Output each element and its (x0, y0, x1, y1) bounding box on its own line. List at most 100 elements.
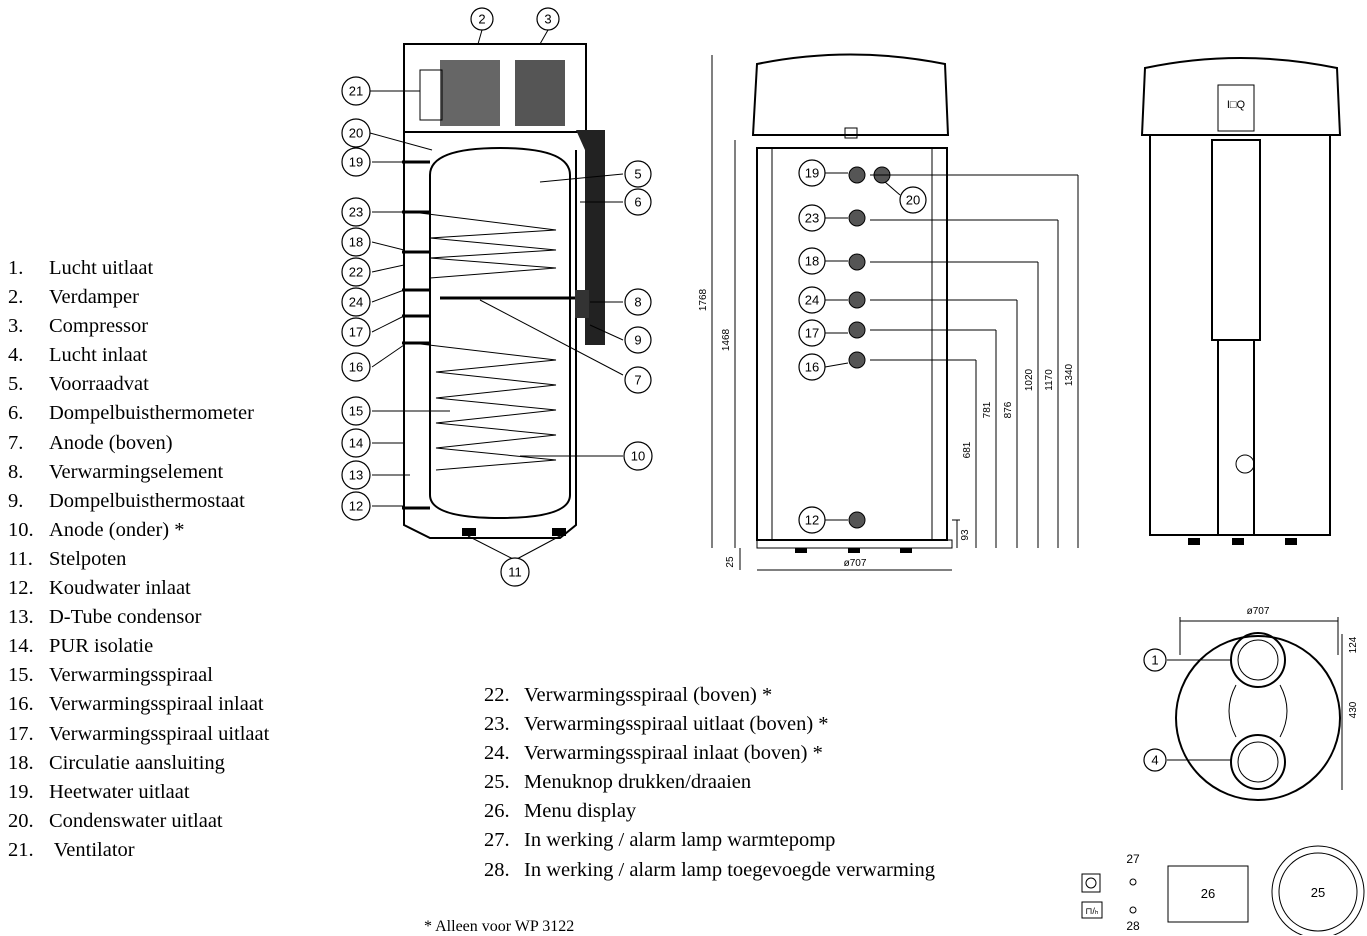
dim-781: 781 (982, 401, 993, 418)
callout-bubble: 12 (341, 491, 371, 521)
callout-bubble: 5 (624, 160, 652, 188)
svg-text:⊓/ₕ: ⊓/ₕ (1085, 906, 1099, 916)
legend-item: 3.Compressor (8, 312, 269, 341)
callout-bubble: 2 (470, 7, 494, 31)
callout-number: 24 (349, 295, 363, 310)
legend-label: Verwarmingsspiraal (49, 664, 213, 687)
legend-label: Anode (boven) (49, 431, 173, 454)
callout-number: 15 (349, 404, 363, 419)
legend-item: 18.Circulatie aansluiting (8, 749, 269, 778)
callout-bubble: 18 (798, 247, 826, 275)
legend-item: 2.Verdamper (8, 283, 269, 312)
legend-item: 11. Stelpoten (8, 545, 269, 574)
callout-number: 8 (634, 295, 641, 310)
legend-item: 9.Dompelbuisthermostaat (8, 487, 269, 516)
legend-item: 26.Menu display (484, 797, 935, 826)
legend-number: 7. (8, 431, 24, 454)
callout-bubble: 14 (341, 428, 371, 458)
callout-number: 17 (349, 325, 363, 340)
legend-item: 16.Verwarmingsspiraal inlaat (8, 690, 269, 719)
callout-number: 18 (349, 235, 363, 250)
heatpump-hood (403, 43, 587, 133)
side-hood (1140, 57, 1342, 136)
top-outline (1175, 635, 1341, 801)
callout-number: 24 (805, 293, 819, 308)
compressor-block (515, 60, 565, 126)
menu-display-label: 26 (1201, 886, 1215, 901)
legend-label: Verdamper (49, 286, 139, 309)
legend-item: 12.Koudwater inlaat (8, 574, 269, 603)
legend-item: 6.Dompelbuisthermometer (8, 399, 269, 428)
legend-label: PUR isolatie (49, 635, 154, 658)
callout-bubble: 3 (536, 7, 560, 31)
logo-mark: I□Q (1227, 99, 1246, 111)
legend-number: 22. (484, 684, 510, 706)
menu-knob (1271, 845, 1365, 935)
callout-bubble: 12 (798, 506, 826, 534)
callout-number: 19 (349, 155, 363, 170)
legend-label: Condenswater uitlaat (49, 809, 223, 832)
dim-25: 25 (725, 556, 736, 568)
top-air-inlet (1230, 734, 1286, 790)
callout-bubble: 18 (341, 227, 371, 257)
legend-label: Dompelbuisthermometer (49, 402, 254, 425)
callout-number: 14 (349, 436, 363, 451)
evaporator-block (440, 60, 500, 126)
callout-bubble: 20 (341, 118, 371, 148)
legend-item: 5.Voorraadvat (8, 370, 269, 399)
callout-number: 9 (634, 333, 641, 348)
callout-number: 17 (805, 326, 819, 341)
front-base (756, 539, 953, 549)
legend-item: 10.Anode (onder) * (8, 516, 269, 545)
pipe-stubs (402, 160, 430, 510)
callout-number: 1 (1151, 653, 1158, 668)
legend-number: 20. (8, 809, 34, 832)
legend-number: 8. (8, 460, 24, 483)
legend-label: Verwarmingsspiraal inlaat (49, 693, 264, 716)
callout-number: 16 (805, 360, 819, 375)
callout-number: 18 (805, 254, 819, 269)
callout-bubble: 10 (623, 441, 653, 471)
callout-number: 20 (906, 193, 920, 208)
legend-label: Stelpoten (49, 547, 127, 570)
lamp-27-label: 27 (1126, 852, 1140, 866)
dim-1020: 1020 (1024, 368, 1035, 391)
lower-coil (411, 342, 557, 471)
legend-number: 15. (8, 664, 34, 687)
menu-knob-label: 25 (1311, 885, 1325, 900)
legend-label: Verwarmingselement (49, 460, 224, 483)
legend-number: 13. (8, 606, 34, 629)
legend-number: 4. (8, 344, 24, 367)
side-front-panel (1211, 139, 1261, 341)
callout-bubble: 17 (341, 317, 371, 347)
front-fittings (848, 166, 891, 529)
legend-label: Lucht uitlaat (49, 257, 154, 279)
dim-1340: 1340 (1064, 363, 1075, 386)
legend-number: 11. (8, 547, 33, 570)
legend-item: 4.Lucht inlaat (8, 341, 269, 370)
legend-label: Verwarmingsspiraal uitlaat (49, 722, 270, 745)
callout-number: 12 (349, 499, 363, 514)
top-callouts: 14 (1143, 648, 1167, 772)
legend-label: Menu display (524, 800, 637, 823)
legend-item: 28.In werking / alarm lamp toegevoegde v… (484, 856, 935, 885)
dim-diameter: ø707 (844, 558, 867, 569)
callout-bubble: 24 (798, 286, 826, 314)
control-panel: ⊓/ₕ 27 28 26 25 (1081, 845, 1365, 935)
legend-item: 13.D-Tube condensor (8, 603, 269, 632)
callout-bubble: 23 (798, 204, 826, 232)
lamp-28-label: 28 (1126, 919, 1140, 933)
top-view: ø707 124 430 (1167, 606, 1359, 801)
legend-item: 22.Verwarmingsspiraal (boven) * (484, 681, 935, 710)
footnote: * Alleen voor WP 3122 (424, 918, 575, 935)
legend-number: 23. (484, 713, 510, 736)
callout-bubble: 8 (624, 288, 652, 316)
legend-label: Ventilator (49, 838, 135, 861)
callout-bubble: 15 (341, 396, 371, 426)
lamp-28-indicator (1129, 906, 1137, 914)
callout-number: 16 (349, 360, 363, 375)
legend-label: In werking / alarm lamp warmtepomp (524, 829, 836, 852)
